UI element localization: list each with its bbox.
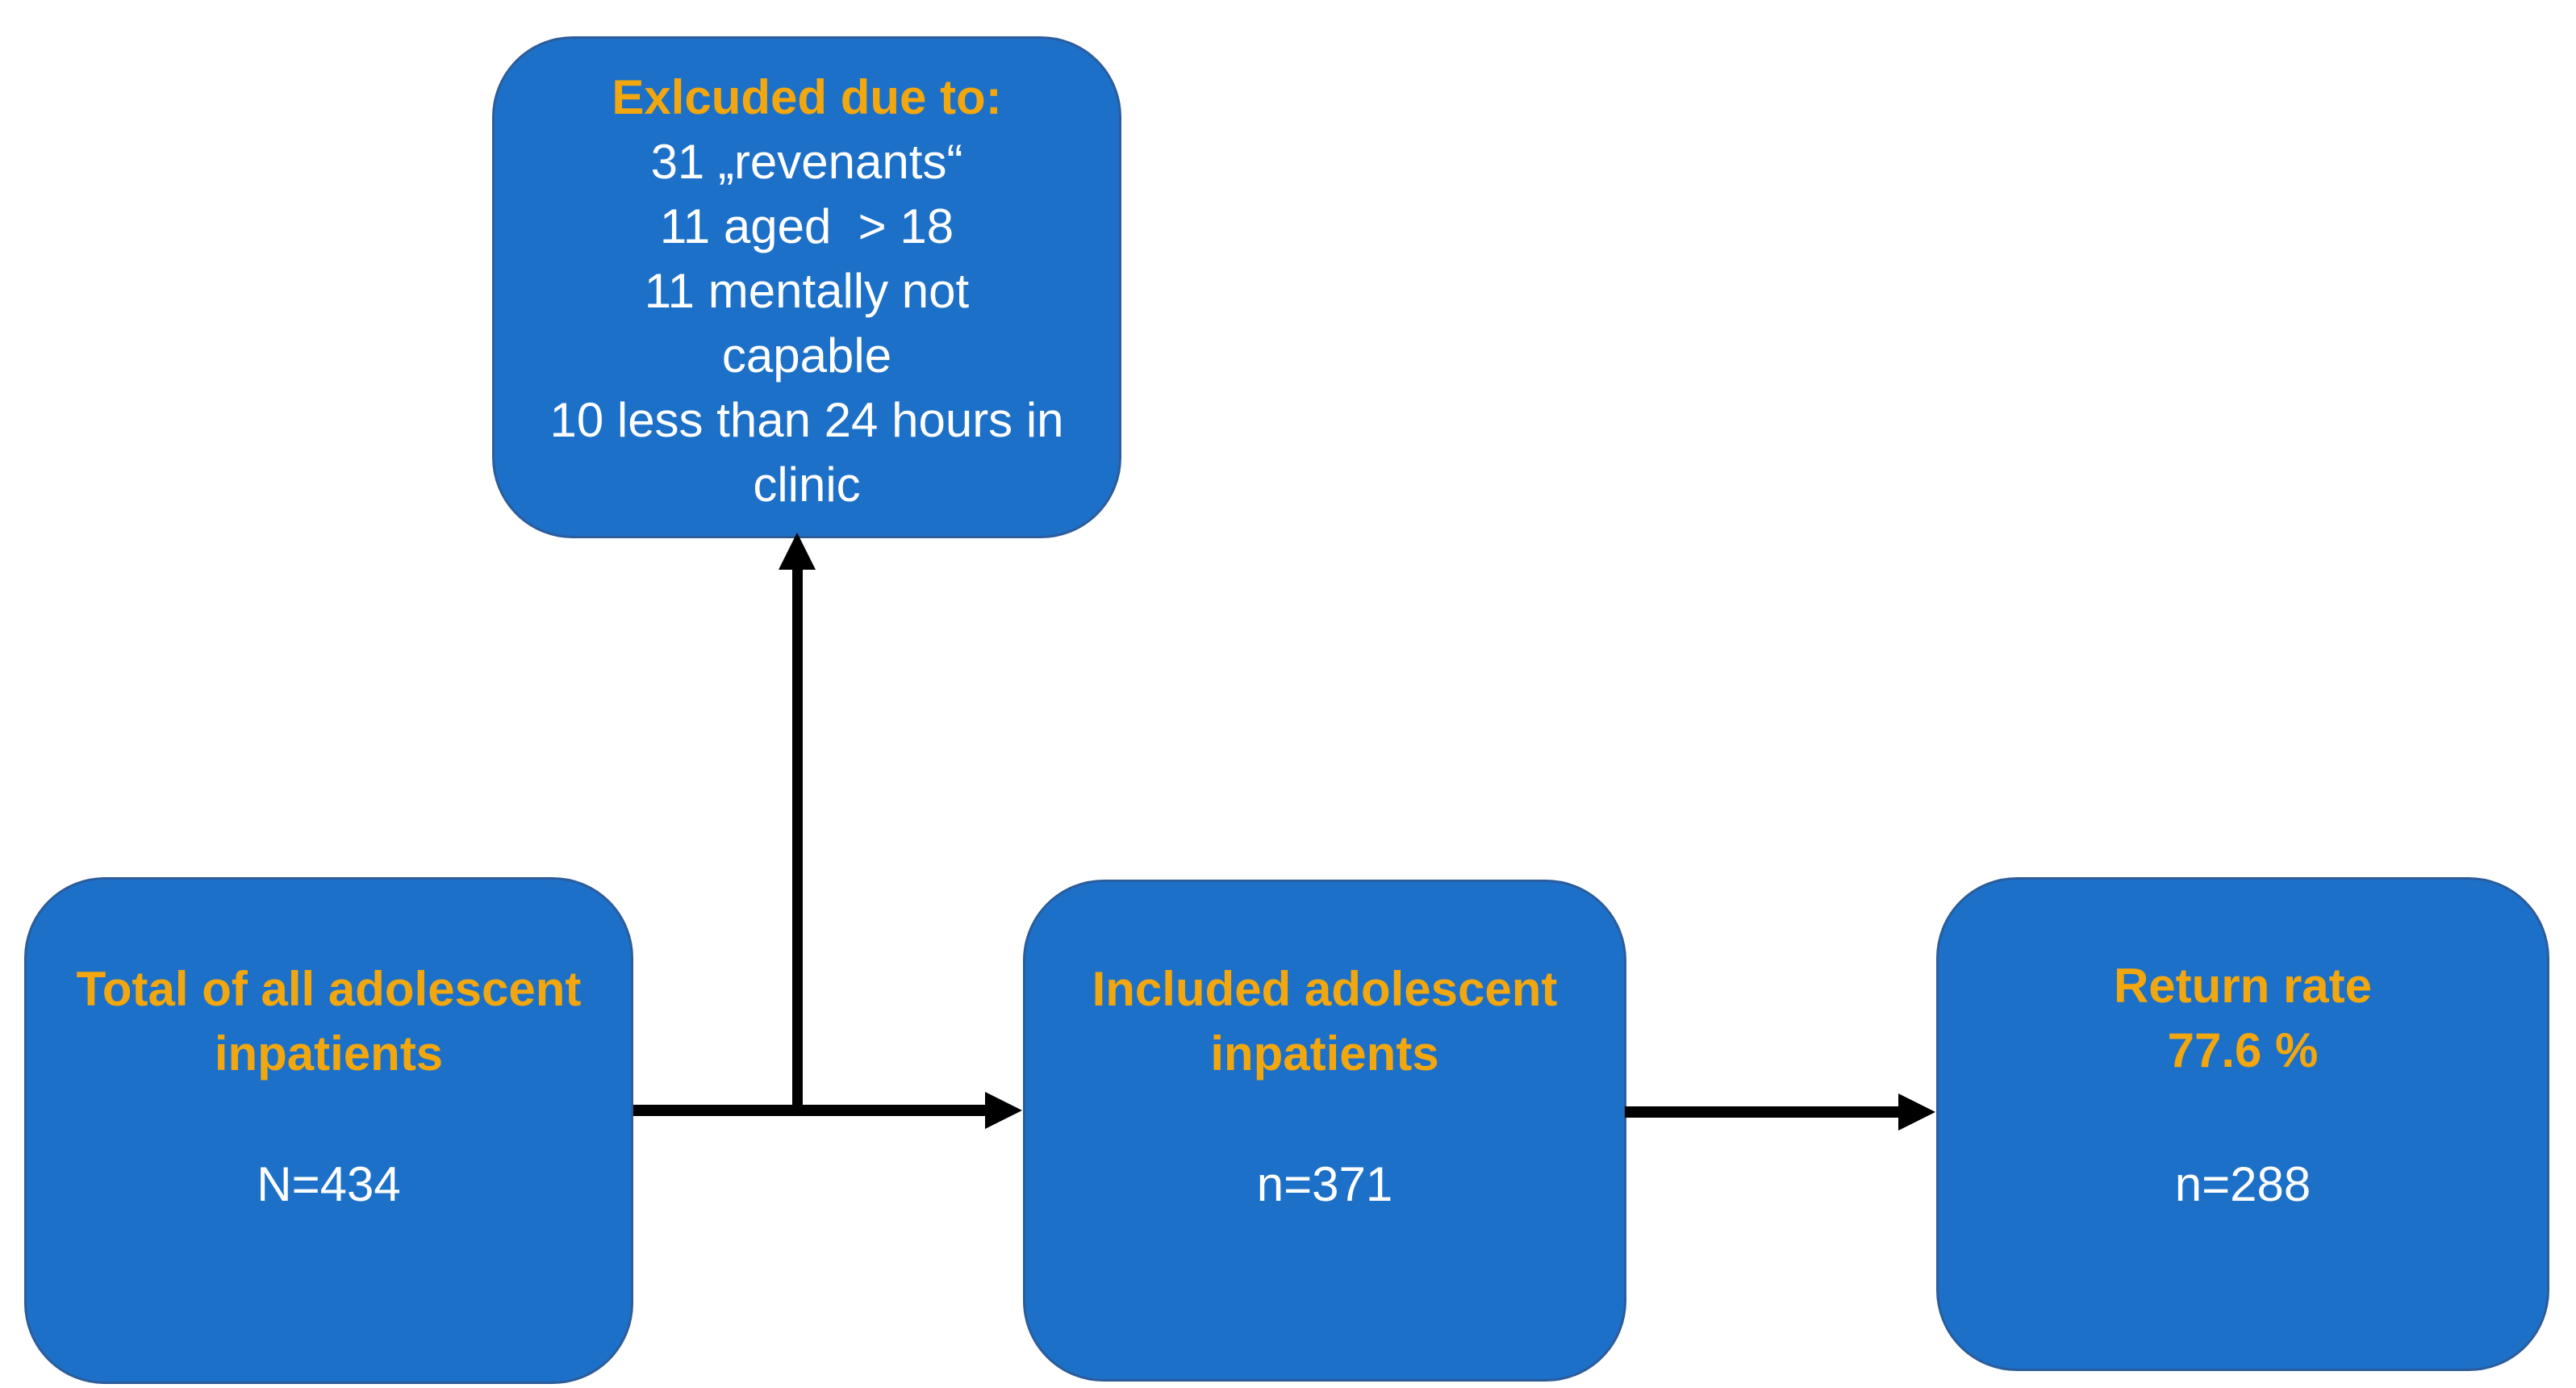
total-box-n: N=434: [257, 1157, 401, 1211]
included-box-title-line: inpatients: [1210, 1026, 1439, 1081]
total-box-title: Total of all adolescent inpatients: [27, 957, 631, 1086]
excluded-line: clinic: [753, 458, 861, 512]
excluded-box-title: Exlcuded due to:: [612, 70, 1002, 124]
included-box-title-line: Included adolescent: [1092, 962, 1558, 1016]
included-box-title: Included adolescent inpatients: [1025, 957, 1624, 1086]
excluded-line: 11 aged > 18: [659, 199, 954, 253]
arrow-total-to-included-line: [633, 1105, 986, 1116]
total-box-value: N=434: [27, 1152, 631, 1217]
included-box: Included adolescent inpatients n=371: [1023, 880, 1626, 1382]
excluded-line: 11 mentally not: [644, 264, 970, 318]
arrow-right-icon: [985, 1092, 1022, 1129]
return-rate-box-value: n=288: [1939, 1152, 2547, 1217]
excluded-line: 31 „revenants“: [650, 135, 963, 189]
return-rate-box-title: Return rate 77.6 %: [1939, 954, 2547, 1083]
return-rate-title-line: Return rate: [2113, 959, 2373, 1013]
arrow-to-excluded-line: [792, 563, 803, 1116]
total-box-title-line: Total of all adolescent: [76, 962, 582, 1016]
arrow-up-icon: [779, 533, 816, 570]
return-rate-n: n=288: [2174, 1157, 2311, 1211]
total-box-title-line: inpatients: [214, 1026, 444, 1081]
return-rate-box: Return rate 77.6 % n=288: [1936, 877, 2549, 1371]
total-box: Total of all adolescent inpatients N=434: [24, 877, 633, 1384]
excluded-box: Exlcuded due to: 31 „revenants“ 11 aged …: [492, 36, 1121, 538]
excluded-line: capable: [721, 328, 892, 383]
arrow-included-to-return-line: [1625, 1106, 1901, 1118]
arrow-right-icon: [1898, 1093, 1935, 1131]
return-rate-percent: 77.6 %: [2167, 1023, 2319, 1077]
excluded-line: 10 less than 24 hours in: [549, 393, 1064, 447]
included-box-n: n=371: [1256, 1157, 1393, 1211]
included-box-value: n=371: [1025, 1152, 1624, 1217]
